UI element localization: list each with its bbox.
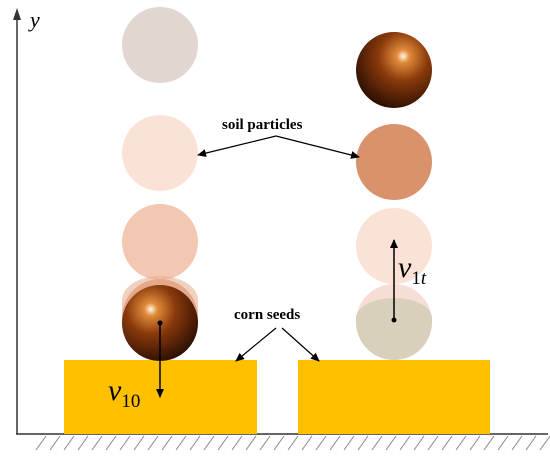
v10-label: v10: [108, 374, 140, 412]
soil-particles-arrow-left: [197, 135, 277, 157]
corn-seed-right: [298, 360, 490, 434]
corn-seeds-arrow-left: [235, 327, 277, 362]
soil-particle-right-rebound: [356, 298, 432, 360]
soil-particle-left-2: [122, 115, 198, 191]
soil-particle-right-2: [356, 124, 432, 200]
soil-particles-arrow-right: [275, 135, 360, 159]
corn-seeds-arrow-right: [281, 327, 320, 362]
ground-hatching: [35, 435, 550, 451]
y-axis-label: y: [28, 7, 40, 32]
soil-particle-right-top: [356, 32, 432, 108]
soil-particle-left-top: [122, 7, 198, 83]
corn-seeds-label: corn seeds: [234, 307, 300, 323]
soil-particle-left-3: [122, 204, 198, 280]
soil-particles-label: soil particles: [222, 117, 303, 133]
v1t-label: v1t: [398, 251, 427, 289]
y-axis-arrowhead: [13, 8, 21, 20]
